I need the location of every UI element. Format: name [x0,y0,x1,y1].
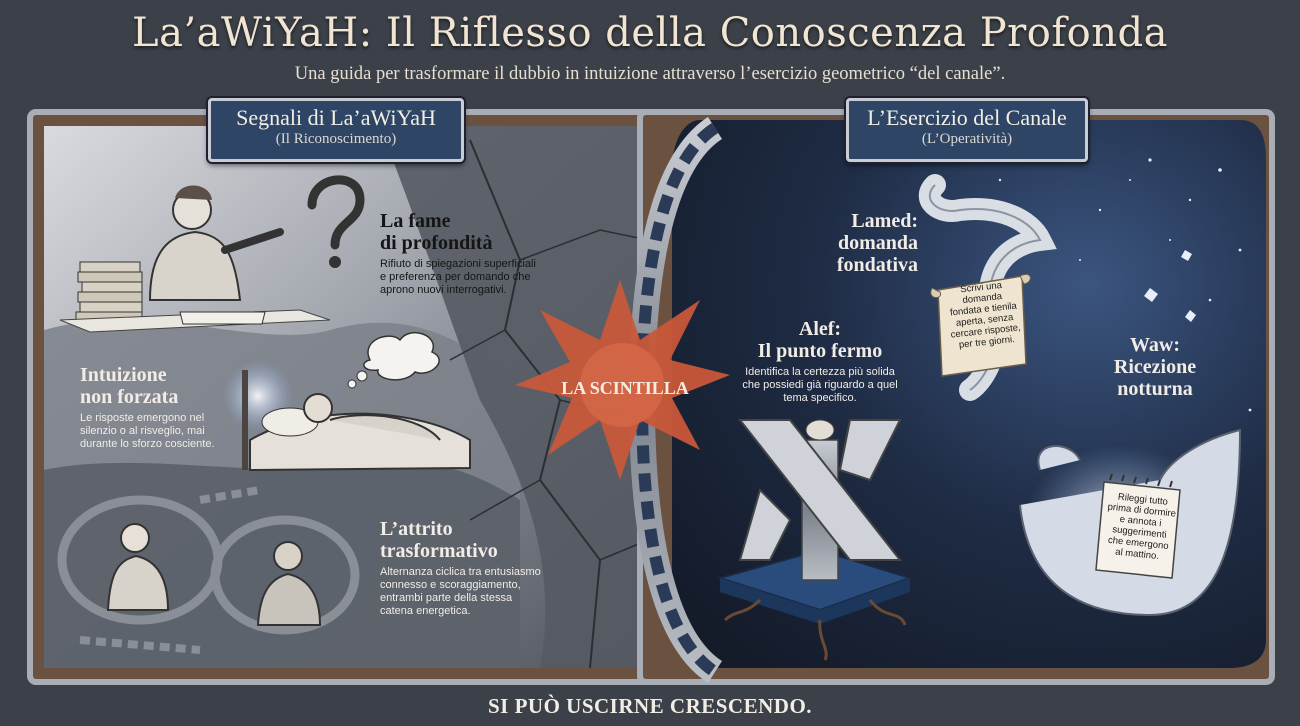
signal-heading: Intuizione non forzata [80,364,179,408]
step-text: Identifica la certezza più solida che po… [742,366,898,404]
waw-notepad [1095,473,1181,579]
stars [959,158,1252,412]
signal-transformative-friction: L’attrito trasformativo Alternanza cicli… [380,518,560,618]
step-heading: Lamed: domanda fondativa [836,210,918,276]
waw-note: Rileggi tutto prima di dormire e annota … [1107,491,1177,563]
page-subtitle: Una guida per trasformare il dubbio in i… [294,64,1006,84]
sad-man-illustration [256,541,322,626]
alef-sculpture-illustration [716,419,914,661]
step-heading: Alef: Il punto fermo [757,318,883,362]
signal-unforced-intuition: Intuizione non forzata Le risposte emerg… [80,364,250,451]
question-mark-icon [307,175,365,268]
step-alef: Alef: Il punto fermo Identifica la certe… [720,318,920,405]
right-panel-subtitle: (L’Operatività) [921,131,1013,147]
footer-tagline: SI PUÒ USCIRNE CRESCENDO. [487,694,813,718]
left-panel-plaque: Segnali di La’aWiYaH (Il Riconoscimento) [208,98,464,162]
signal-heading: L’attrito trasformativo [380,518,498,562]
lamed-scroll [930,273,1031,377]
thinker-illustration [59,185,331,333]
left-panel-title: Segnali di La’aWiYaH [236,105,436,130]
signal-text: Rifiuto di spiegazioni superficiali e pr… [380,258,536,296]
happy-man-illustration [106,523,170,611]
step-heading: Waw: Ricezione notturna [1113,334,1197,400]
chain-illustration [57,486,360,654]
signal-hunger-depth: La fame di profondità Rifiuto di spiegaz… [380,210,550,297]
spark-burst [515,280,730,480]
spark-label: LA SCINTILLA [561,378,689,398]
right-panel-plaque: L’Esercizio del Canale (L’Operatività) [846,98,1088,162]
page-title: La’aWiYaH: Il Riflesso della Conoscenza … [132,10,1168,56]
signal-text: Le risposte emergono nel silenzio o al r… [80,412,215,450]
sleeper-illustration [222,331,471,472]
step-lamed: Lamed: domanda fondativa [818,210,918,276]
left-panel-subtitle: (Il Riconoscimento) [275,131,397,147]
step-waw: Waw: Ricezione notturna [1100,334,1210,400]
lamed-note: Scrivi una domanda fondata e tienila ape… [949,280,1022,351]
right-panel-title: L’Esercizio del Canale [867,105,1067,130]
signal-heading: La fame di profondità [380,210,493,254]
signal-text: Alternanza ciclica tra entusiasmo connes… [380,566,541,617]
